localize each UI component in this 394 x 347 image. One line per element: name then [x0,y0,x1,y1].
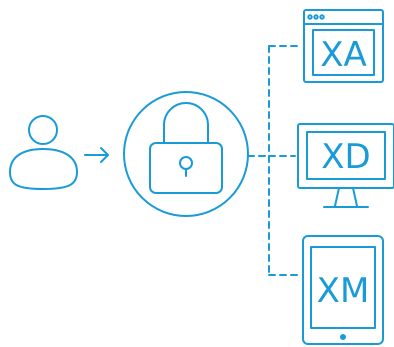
browser-window-icon [303,9,384,83]
label-xd: XD [321,137,370,177]
arrow-user-to-lock [84,147,109,163]
user-icon [9,115,78,190]
desktop-monitor-icon [297,123,394,208]
label-xm: XM [317,271,370,311]
padlock-icon [123,91,249,217]
tablet-icon [302,235,384,345]
dashed-connectors [247,45,298,276]
label-xa: XA [320,35,367,75]
